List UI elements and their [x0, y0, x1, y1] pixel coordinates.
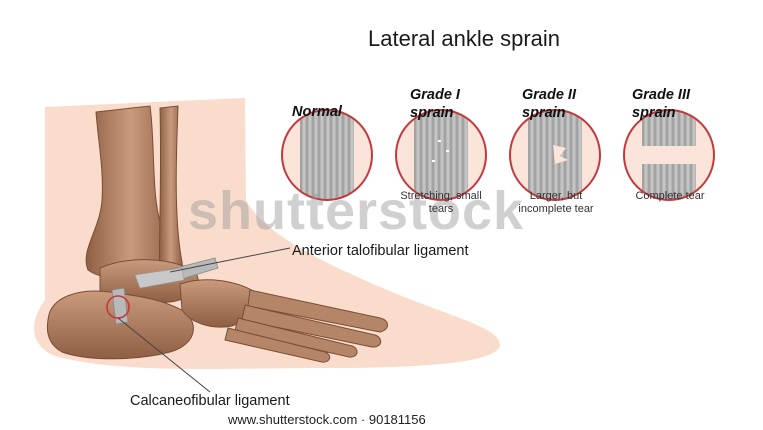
stage-label-grade-1-line1: Grade I [410, 86, 460, 104]
page-title: Lateral ankle sprain [368, 26, 560, 52]
stage-label-grade-2-line1: Grade II [522, 86, 576, 104]
caption-grade-3: Complete tear [630, 190, 710, 203]
footer-source: www.shutterstock.com · 90181156 [228, 412, 426, 427]
stage-label-normal-line1: Normal [292, 103, 342, 121]
caption-grade-1: Stretching, small tears [400, 190, 482, 216]
label-anterior-talofibular: Anterior talofibular ligament [292, 243, 469, 259]
stage-label-grade-1: Grade I sprain [410, 86, 460, 122]
stage-label-normal: Normal [292, 103, 342, 121]
stage-label-grade-3-line1: Grade III [632, 86, 690, 104]
caption-grade-2: Larger, but incomplete tear [515, 190, 597, 216]
label-calcaneofibular: Calcaneofibular ligament [130, 393, 290, 409]
stage-label-grade-3-line2: sprain [632, 104, 690, 122]
stage-label-grade-2-line2: sprain [522, 104, 576, 122]
stage-label-grade-3: Grade III sprain [632, 86, 690, 122]
stage-label-grade-2: Grade II sprain [522, 86, 576, 122]
stage-label-grade-1-line2: sprain [410, 104, 460, 122]
